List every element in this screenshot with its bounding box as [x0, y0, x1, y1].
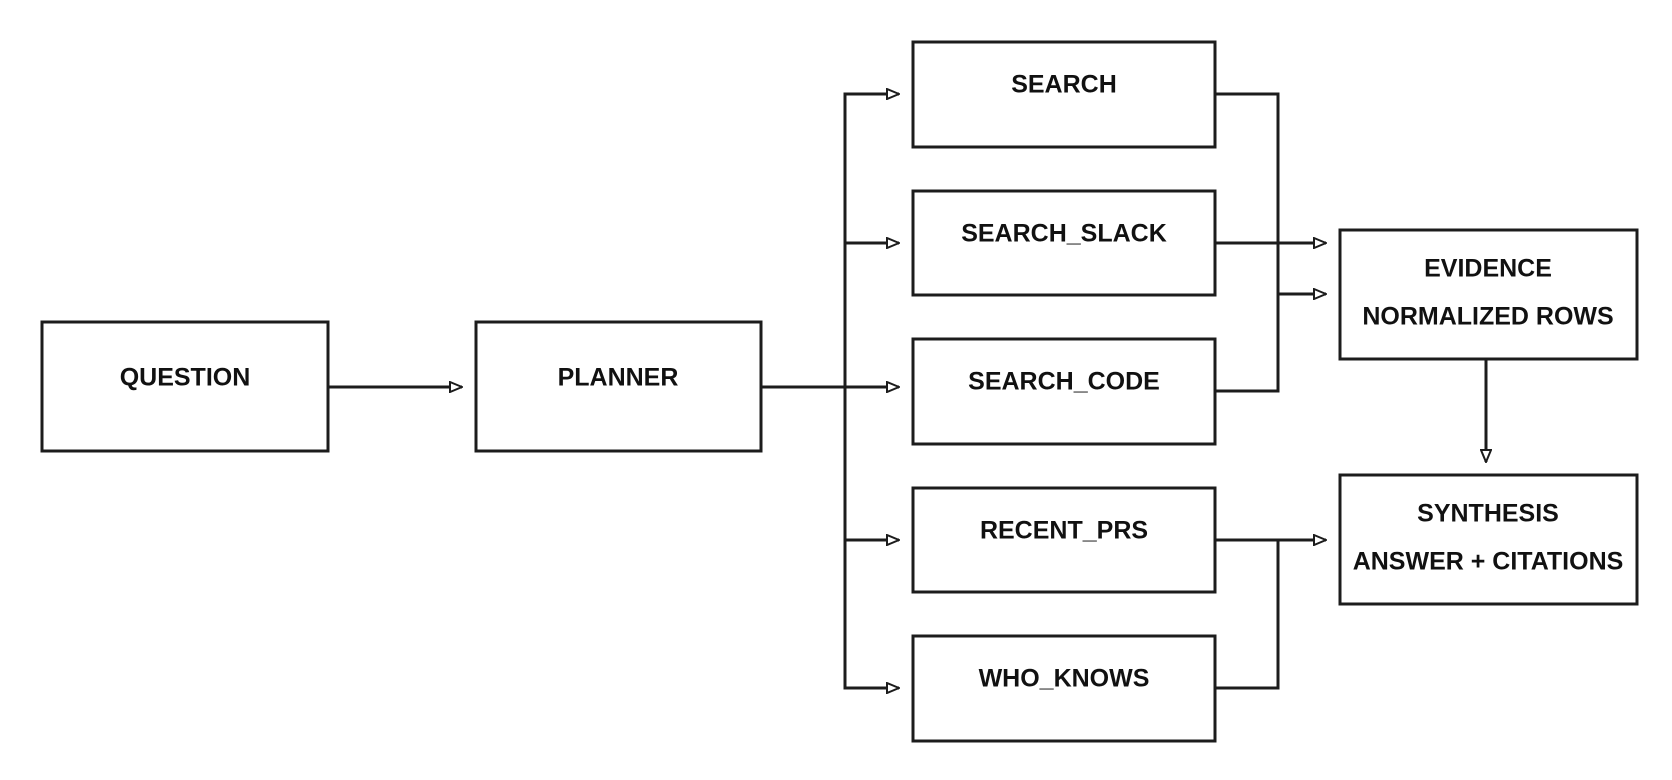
- node-synthesis: SYNTHESIS ANSWER + CITATIONS: [1338, 473, 1639, 606]
- node-planner-label: PLANNER: [558, 364, 679, 392]
- node-search-label: SEARCH: [1011, 71, 1117, 99]
- node-search-box: [911, 40, 1217, 149]
- node-who-knows: WHO_KNOWS: [911, 634, 1217, 743]
- edge-who-knows-to-synthesis: [1214, 540, 1280, 690]
- node-search-code: SEARCH_CODE: [911, 337, 1217, 446]
- node-search-code-label: SEARCH_CODE: [968, 368, 1160, 396]
- node-synthesis-sublabel: ANSWER + CITATIONS: [1353, 548, 1624, 576]
- edge-search-code-to-evidence: [1214, 294, 1280, 393]
- node-question-label: QUESTION: [120, 364, 251, 392]
- node-recent-prs-label: RECENT_PRS: [980, 517, 1148, 545]
- edge-search-to-evidence: [1214, 92, 1326, 294]
- node-synthesis-label: SYNTHESIS: [1417, 500, 1559, 528]
- node-planner: PLANNER: [474, 320, 763, 453]
- node-question-box: [40, 320, 330, 453]
- edge-planner-to-who-knows: [843, 540, 899, 688]
- node-search-slack-label: SEARCH_SLACK: [961, 220, 1167, 248]
- node-search-slack: SEARCH_SLACK: [911, 189, 1217, 297]
- node-search-code-box: [911, 337, 1217, 446]
- node-evidence-sublabel: NORMALIZED ROWS: [1362, 303, 1613, 331]
- edge-planner-to-search: [760, 94, 899, 389]
- node-synthesis-box: [1338, 473, 1639, 606]
- node-question: QUESTION: [40, 320, 330, 453]
- node-recent-prs-box: [911, 486, 1217, 594]
- node-evidence-box: [1338, 228, 1639, 361]
- node-who-knows-label: WHO_KNOWS: [979, 665, 1150, 693]
- node-who-knows-box: [911, 634, 1217, 743]
- edge-planner-to-recent-prs: [843, 387, 899, 540]
- edges: [328, 94, 1486, 688]
- node-evidence: EVIDENCE NORMALIZED ROWS: [1338, 228, 1639, 361]
- node-evidence-label: EVIDENCE: [1424, 255, 1552, 283]
- node-search-slack-box: [911, 189, 1217, 297]
- node-recent-prs: RECENT_PRS: [911, 486, 1217, 594]
- node-planner-box: [474, 320, 763, 453]
- node-search: SEARCH: [911, 40, 1217, 149]
